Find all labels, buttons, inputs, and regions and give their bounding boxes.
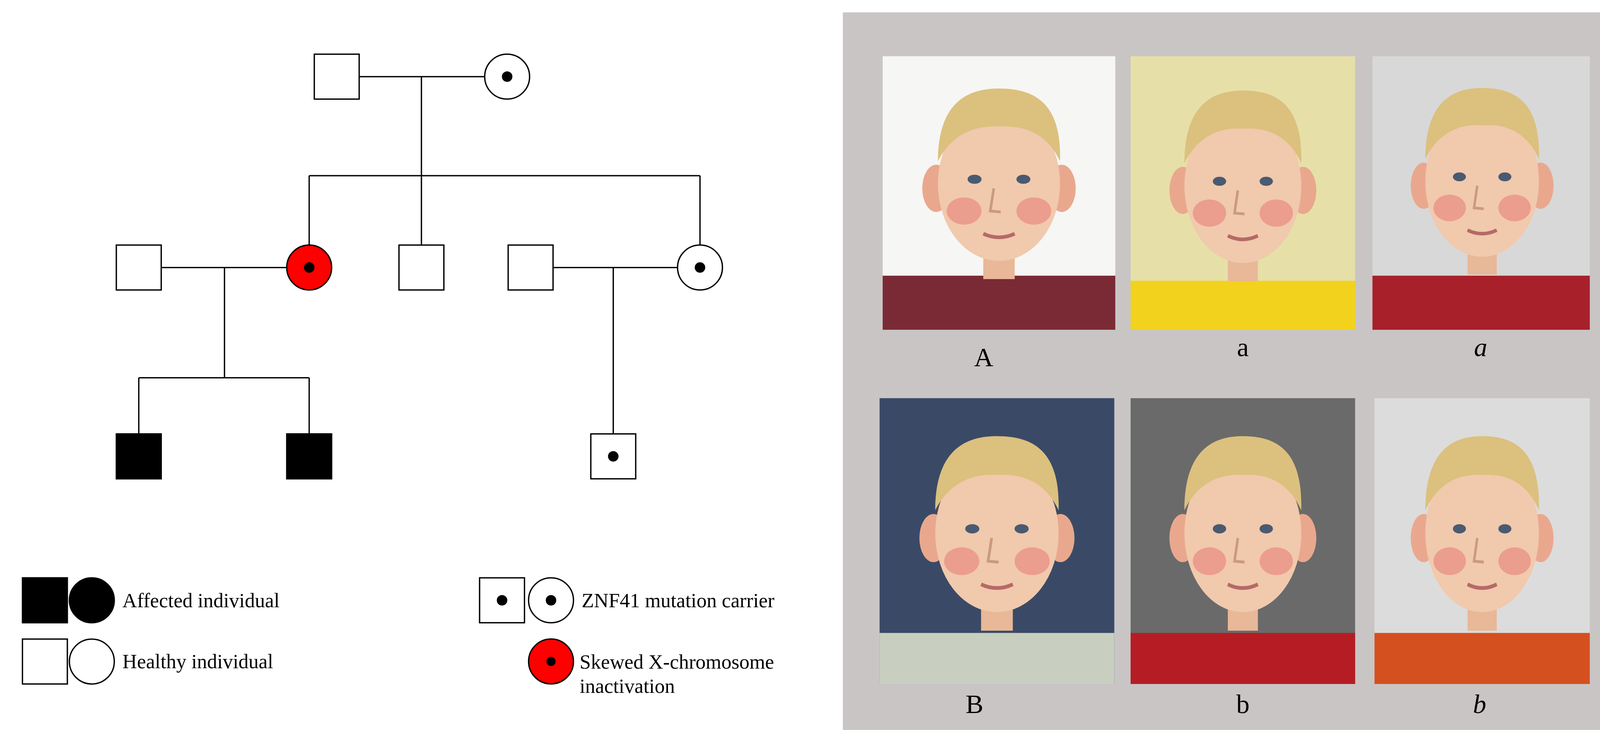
photo-label: a (1474, 332, 1488, 362)
photo-label: B (965, 689, 984, 719)
photo-label: b (1472, 689, 1487, 719)
photo-panel (842, 12, 1600, 730)
legend-samples (22, 577, 574, 684)
photo-label: b (1236, 689, 1250, 719)
photo-label: A (973, 342, 994, 373)
legend-text: ZNF41 mutation carrier (581, 588, 775, 613)
patient-photos (879, 56, 1590, 684)
pedigree-symbols (116, 54, 723, 479)
legend-text: Skewed X-chromosome inactivation (579, 649, 784, 698)
legend-swatch (528, 638, 574, 684)
legend-text: Healthy individual (122, 649, 274, 674)
legend-text: Affected individual (122, 588, 280, 613)
photo-label: a (1237, 332, 1249, 362)
pedigree-lines (138, 76, 700, 434)
